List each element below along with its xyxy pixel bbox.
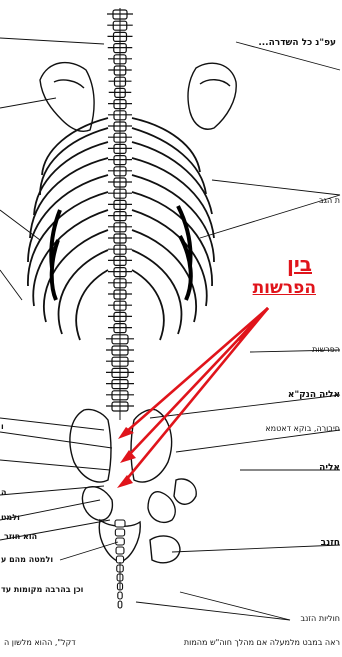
tail-vertebra [115,520,125,527]
bottom-text-left: דקל", ההוא מלשון ה [4,638,76,647]
right-ischium [148,492,175,523]
tail-vertebra [116,547,124,554]
tail-vertebra [115,529,124,536]
label-left-4: הוא חוזר [4,532,37,541]
label-pelvis-2: אליה הנק"א [288,390,340,400]
bottom-text-right: ראה במבט מלמעלה אם מהלך חוה"ש מהמות [184,638,340,647]
left-scapula [40,63,94,132]
right-scapula [188,63,236,129]
left-ilium [70,409,111,482]
title-between-line2: הפרשות [253,278,316,298]
label-pelvis-1: הפרשות [312,345,340,354]
tail-vertebra [116,556,123,563]
tail-vertebra [118,601,122,608]
label-pelvis-3: חיבורה, בוקא דאטמא [265,424,340,433]
tail-vertebra [116,538,125,545]
label-left-5: ולמטה מהם ע [1,555,53,564]
label-tail-1: חזנב [321,538,340,548]
label-ribs-right: ת הגב [319,196,340,205]
left-ischium [82,487,112,521]
label-top-right: עפ"נ כל השדרה... [258,38,336,48]
label-left-6: וכן בהרבה מקומות עד [1,585,83,594]
label-pelvis-4: אליה [319,463,340,473]
label-left-3: ולמט [1,513,20,522]
label-tail-2: חוליות הזנב [300,614,340,623]
label-left-2: ה [1,488,7,497]
tail-vertebra [118,592,122,599]
label-left-1: ו [1,422,4,431]
title-between-line1: בין [287,252,312,276]
